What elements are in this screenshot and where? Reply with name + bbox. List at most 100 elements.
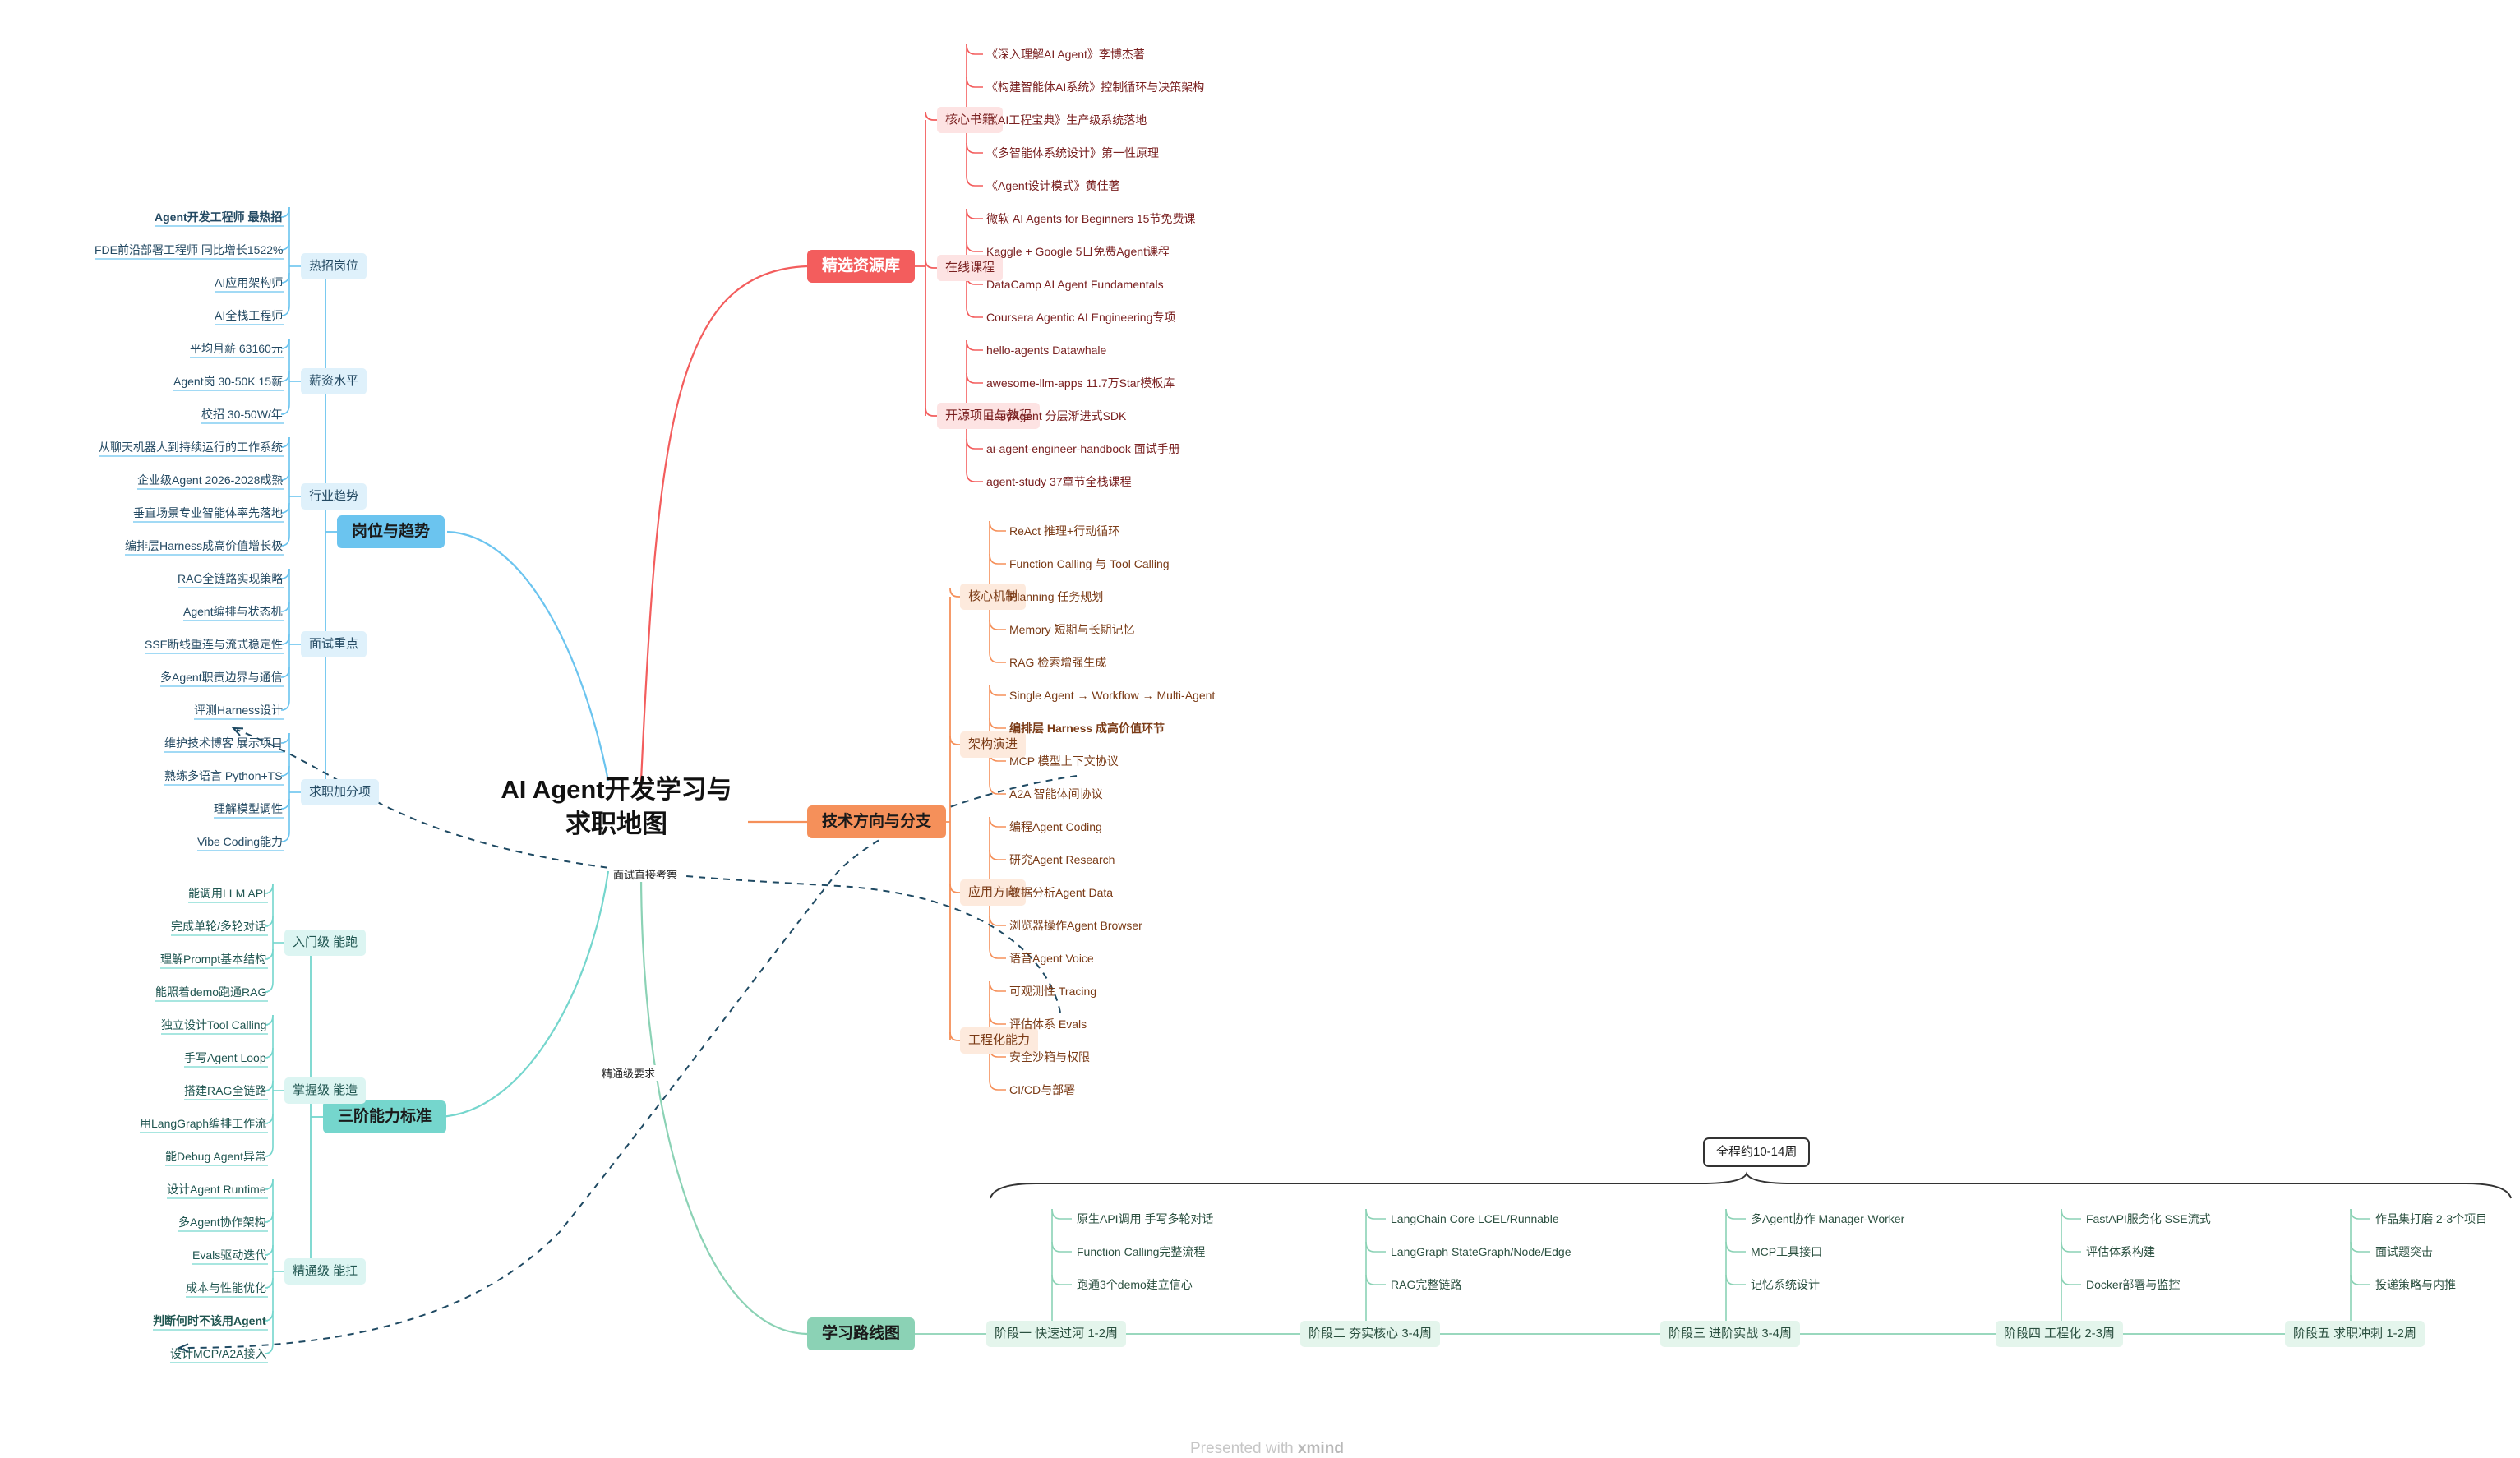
standards-item[interactable]: 理解Prompt基本结构: [160, 953, 267, 966]
relationship-label-expert[interactable]: 精通级要求: [598, 1065, 659, 1081]
jobs-item[interactable]: 评测Harness设计: [194, 704, 284, 717]
standards-item[interactable]: 判断何时不该用Agent: [153, 1314, 266, 1327]
branch-resources[interactable]: 精选资源库: [807, 250, 916, 283]
tech-item[interactable]: Memory 短期与长期记忆: [1009, 623, 1135, 636]
roadmap-stage-4[interactable]: 阶段五 求职冲刺 1-2周: [2285, 1321, 2425, 1347]
tech-item[interactable]: 编程Agent Coding: [1009, 820, 1102, 833]
jobs-item[interactable]: 企业级Agent 2026-2028成熟: [137, 473, 284, 487]
jobs-item[interactable]: Agent开发工程师 最热招: [155, 210, 283, 224]
resources-item[interactable]: 《Agent设计模式》黄佳著: [986, 179, 1120, 192]
roadmap-item[interactable]: 跑通3个demo建立信心: [1077, 1278, 1193, 1291]
tech-item[interactable]: 浏览器操作Agent Browser: [1009, 919, 1142, 932]
resources-item[interactable]: DataCamp AI Agent Fundamentals: [986, 278, 1164, 291]
resources-item[interactable]: 《AI工程宝典》生产级系统落地: [986, 113, 1147, 127]
resources-item[interactable]: Kaggle + Google 5日免费Agent课程: [986, 245, 1170, 258]
tech-item[interactable]: 评估体系 Evals: [1009, 1017, 1087, 1031]
standards-item[interactable]: 独立设计Tool Calling: [161, 1018, 267, 1031]
roadmap-item[interactable]: 面试题突击: [2375, 1245, 2433, 1258]
roadmap-item[interactable]: LangChain Core LCEL/Runnable: [1391, 1212, 1559, 1225]
jobs-item[interactable]: Agent岗 30-50K 15薪: [173, 375, 284, 388]
tech-item[interactable]: 语音Agent Voice: [1009, 952, 1094, 965]
jobs-item[interactable]: 校招 30-50W/年: [201, 408, 283, 421]
jobs-item[interactable]: RAG全链路实现策略: [178, 572, 284, 585]
roadmap-stage-2[interactable]: 阶段三 进阶实战 3-4周: [1660, 1321, 1801, 1347]
jobs-group-2[interactable]: 行业趋势: [301, 483, 367, 510]
branch-roadmap[interactable]: 学习路线图: [807, 1317, 916, 1350]
standards-item[interactable]: 能调用LLM API: [188, 887, 266, 900]
branch-jobs[interactable]: 岗位与趋势: [337, 515, 445, 548]
roadmap-summary[interactable]: 全程约10-14周: [1703, 1137, 1811, 1167]
standards-item[interactable]: 成本与性能优化: [186, 1281, 266, 1294]
resources-item[interactable]: 《深入理解AI Agent》李博杰著: [986, 48, 1145, 61]
roadmap-stage-3[interactable]: 阶段四 工程化 2-3周: [1996, 1321, 2124, 1347]
jobs-item[interactable]: 熟练多语言 Python+TS: [164, 769, 283, 782]
jobs-item[interactable]: Agent编排与状态机: [183, 605, 283, 618]
roadmap-item[interactable]: 作品集打磨 2-3个项目: [2375, 1212, 2488, 1225]
tech-item[interactable]: ReAct 推理+行动循环: [1009, 524, 1120, 538]
roadmap-stage-0[interactable]: 阶段一 快速过河 1-2周: [986, 1321, 1127, 1347]
jobs-item[interactable]: SSE断线重连与流式稳定性: [145, 638, 284, 651]
roadmap-item[interactable]: LangGraph StateGraph/Node/Edge: [1391, 1245, 1572, 1258]
standards-group-1[interactable]: 掌握级 能造: [284, 1077, 367, 1104]
roadmap-item[interactable]: 记忆系统设计: [1751, 1278, 1820, 1291]
tech-item[interactable]: A2A 智能体间协议: [1009, 787, 1103, 801]
standards-group-2[interactable]: 精通级 能扛: [284, 1258, 367, 1285]
roadmap-item[interactable]: Function Calling完整流程: [1077, 1245, 1206, 1258]
roadmap-item[interactable]: 原生API调用 手写多轮对话: [1077, 1212, 1214, 1225]
resources-group-2[interactable]: 开源项目与教程: [937, 403, 1041, 429]
jobs-item[interactable]: 理解模型调性: [214, 802, 283, 815]
tech-item[interactable]: Function Calling 与 Tool Calling: [1009, 557, 1170, 570]
standards-item[interactable]: 完成单轮/多轮对话: [171, 920, 266, 933]
standards-item[interactable]: 能照着demo跑通RAG: [155, 985, 267, 999]
roadmap-item[interactable]: 投递策略与内推: [2375, 1278, 2456, 1291]
resources-item[interactable]: awesome-llm-apps 11.7万Star模板库: [986, 376, 1175, 390]
central-topic[interactable]: AI Agent开发学习与 求职地图: [468, 773, 764, 842]
jobs-item[interactable]: AI全栈工程师: [215, 309, 284, 322]
jobs-item[interactable]: Vibe Coding能力: [197, 835, 284, 848]
jobs-item[interactable]: 垂直场景专业智能体率先落地: [133, 506, 283, 519]
tech-item[interactable]: 研究Agent Research: [1009, 853, 1115, 866]
roadmap-item[interactable]: MCP工具接口: [1751, 1245, 1823, 1258]
jobs-group-1[interactable]: 薪资水平: [301, 368, 367, 394]
tech-item[interactable]: Single Agent → Workflow → Multi-Agent: [1009, 689, 1216, 702]
tech-item[interactable]: RAG 检索增强生成: [1009, 656, 1107, 669]
standards-group-0[interactable]: 入门级 能跑: [284, 930, 367, 956]
jobs-item[interactable]: FDE前沿部署工程师 同比增长1522%: [95, 243, 284, 256]
jobs-item[interactable]: 维护技术博客 展示项目: [164, 736, 283, 750]
resources-item[interactable]: hello-agents Datawhale: [986, 344, 1107, 357]
branch-standards[interactable]: 三阶能力标准: [323, 1100, 447, 1133]
jobs-item[interactable]: 从聊天机器人到持续运行的工作系统: [99, 441, 283, 454]
roadmap-stage-1[interactable]: 阶段二 夯实核心 3-4周: [1300, 1321, 1441, 1347]
resources-group-1[interactable]: 在线课程: [937, 255, 1004, 281]
standards-item[interactable]: 设计Agent Runtime: [167, 1183, 266, 1196]
resources-item[interactable]: 《构建智能体AI系统》控制循环与决策架构: [986, 81, 1205, 94]
tech-group-1[interactable]: 架构演进: [960, 731, 1027, 758]
tech-item[interactable]: 数据分析Agent Data: [1009, 886, 1114, 899]
resources-item[interactable]: EasyAgent 分层渐进式SDK: [986, 409, 1127, 422]
roadmap-item[interactable]: 多Agent协作 Manager-Worker: [1751, 1212, 1905, 1225]
tech-group-2[interactable]: 应用方向: [960, 879, 1027, 906]
standards-item[interactable]: 用LangGraph编排工作流: [140, 1117, 267, 1130]
jobs-item[interactable]: 编排层Harness成高价值增长极: [125, 539, 284, 552]
resources-item[interactable]: 《多智能体系统设计》第一性原理: [986, 146, 1159, 159]
jobs-group-3[interactable]: 面试重点: [301, 631, 367, 657]
jobs-item[interactable]: 多Agent职责边界与通信: [160, 671, 283, 684]
tech-item[interactable]: MCP 模型上下文协议: [1009, 754, 1119, 768]
standards-item[interactable]: 多Agent协作架构: [178, 1216, 266, 1229]
standards-item[interactable]: Evals驱动迭代: [192, 1248, 267, 1262]
branch-tech[interactable]: 技术方向与分支: [807, 805, 947, 838]
roadmap-item[interactable]: RAG完整链路: [1391, 1278, 1462, 1291]
roadmap-item[interactable]: FastAPI服务化 SSE流式: [2086, 1212, 2211, 1225]
tech-group-0[interactable]: 核心机制: [960, 584, 1027, 610]
resources-item[interactable]: agent-study 37章节全栈课程: [986, 475, 1132, 488]
jobs-group-0[interactable]: 热招岗位: [301, 253, 367, 279]
relationship-label-interview[interactable]: 面试直接考察: [610, 866, 681, 882]
tech-item[interactable]: 编排层 Harness 成高价值环节: [1009, 722, 1165, 735]
jobs-group-4[interactable]: 求职加分项: [301, 779, 380, 805]
tech-item[interactable]: 安全沙箱与权限: [1009, 1050, 1090, 1064]
tech-item[interactable]: CI/CD与部署: [1009, 1083, 1076, 1096]
standards-item[interactable]: 设计MCP/A2A接入: [170, 1347, 267, 1360]
standards-item[interactable]: 搭建RAG全链路: [184, 1084, 267, 1097]
standards-item[interactable]: 手写Agent Loop: [184, 1051, 266, 1064]
jobs-item[interactable]: 平均月薪 63160元: [190, 342, 283, 355]
